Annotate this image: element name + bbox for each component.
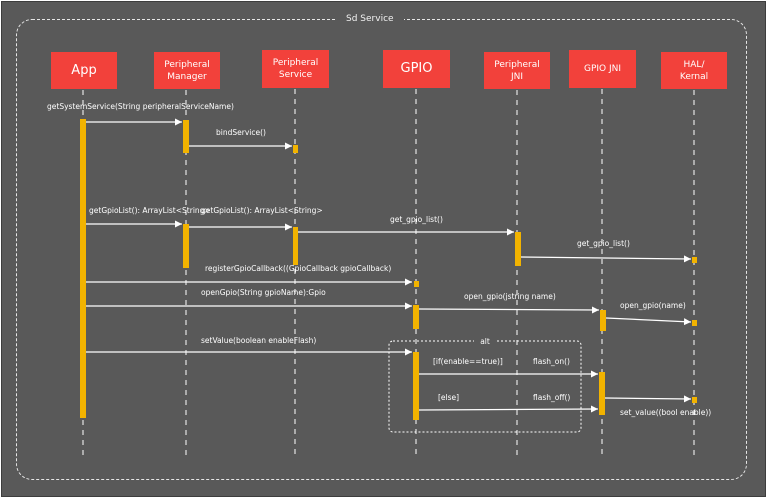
alt-guard-else: [else] <box>438 393 459 402</box>
activation-gpio-jni-1 <box>600 310 606 331</box>
participant-app: App <box>51 52 117 89</box>
arrow-flash_off <box>418 405 599 413</box>
message-registerGpioCallback: registerGpioCallback((GpioCallback gpioC… <box>205 264 391 273</box>
message-open_gpio-2: open_gpio(name) <box>620 301 686 310</box>
message-setValue: setValue(boolean enableFlash) <box>201 336 316 345</box>
participant-hal-kernal: HAL/ Kernal <box>661 52 727 89</box>
activation-peripheral-jni <box>515 232 521 266</box>
activation-peripheral-service-2 <box>293 227 298 265</box>
message-get_gpio_list-2: get_gpio_list() <box>577 239 630 248</box>
activation-peripheral-manager-1 <box>183 120 189 153</box>
message-getGpioList-2: getGpioList(): ArrayList<String> <box>201 206 323 215</box>
participant-gpio-jni: GPIO JNI <box>569 50 636 88</box>
alt-label: alt <box>480 337 490 346</box>
arrow-open_gpio-1 <box>418 306 600 314</box>
frame-title: Sd Service <box>336 12 404 26</box>
alt-label-bg <box>474 335 496 347</box>
activation-hal-kernal-1 <box>692 257 697 263</box>
message-bindService: bindService() <box>216 128 266 137</box>
activation-gpio-jni-2 <box>599 372 605 415</box>
participant-peripheral-service: Peripheral Service <box>262 50 329 88</box>
arrow-get_gpio_list-2 <box>520 255 692 263</box>
participant-gpio: GPIO <box>383 50 450 88</box>
participant-peripheral-manager: Peripheral Manager <box>154 52 220 89</box>
participant-peripheral-jni: Peripheral JNI <box>484 52 550 89</box>
message-flash_off: flash_off() <box>533 393 570 402</box>
activation-gpio-3 <box>413 352 419 420</box>
activation-hal-kernal-2 <box>692 320 697 326</box>
activation-gpio-2 <box>413 305 419 329</box>
arrow-set_value <box>604 395 692 403</box>
message-openGpio: openGpio(String gpioName):Gpio <box>201 288 326 297</box>
activation-app <box>80 119 86 418</box>
message-getSystemService: getSystemService(String peripheralServic… <box>47 102 234 111</box>
message-flash_on: flash_on() <box>533 357 570 366</box>
message-set_value: set_value((bool enable)) <box>620 408 711 417</box>
activation-gpio-1 <box>414 281 419 287</box>
arrow-open_gpio-2 <box>605 317 692 326</box>
alt-guard-if: [if(enable==true)] <box>433 357 503 366</box>
activation-peripheral-service-1 <box>293 145 298 153</box>
message-open_gpio-1: open_gpio(jstring name) <box>464 292 556 301</box>
message-get_gpio_list-1: get_gpio_list() <box>390 215 443 224</box>
message-getGpioList-1: getGpioList(): ArrayList<String> <box>89 206 211 215</box>
activation-hal-kernal-3 <box>692 397 697 403</box>
activation-peripheral-manager-2 <box>183 224 189 268</box>
